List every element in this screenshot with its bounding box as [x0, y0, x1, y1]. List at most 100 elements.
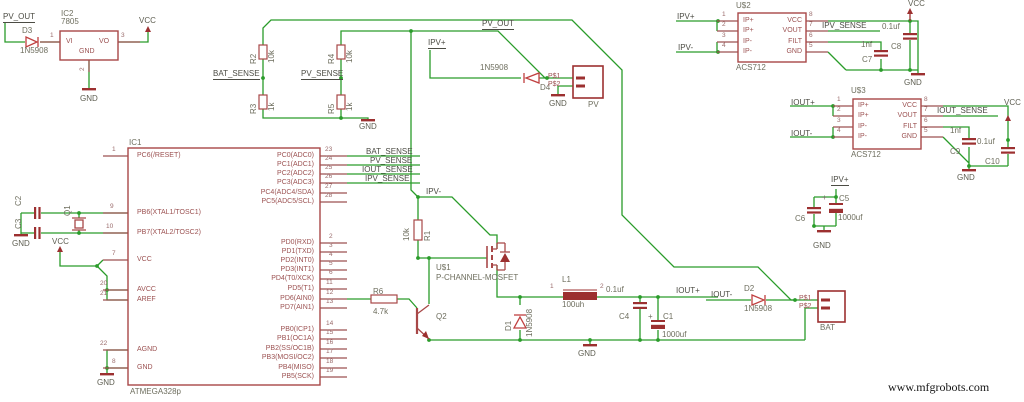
pin-number-u2-1: 1	[722, 11, 726, 18]
c5-plate-bottom	[829, 208, 843, 213]
diode-symbols	[25, 35, 766, 329]
value-c10: 0.1uf	[977, 137, 995, 146]
q1-crystal-plates	[72, 217, 86, 231]
value-c9: 1nf	[950, 126, 962, 135]
value-r3: 1k	[267, 102, 276, 111]
ref-c9: C9	[950, 147, 961, 156]
pv-pin-bar-2	[576, 84, 585, 88]
value-ic2: 7805	[61, 17, 79, 26]
pin-number-l1-2: 2	[600, 283, 604, 290]
pin-name-ic1-gnd: GND	[137, 364, 153, 371]
pin-name-ic1-pc0: PC0(ADC0)	[277, 152, 314, 159]
ref-u3: U$3	[851, 86, 866, 95]
pin-name-ic1-pd5: PD5(T1)	[287, 285, 314, 292]
ref-r4: R4	[327, 53, 336, 64]
pin-name-u2-vout: VOUT	[782, 27, 802, 34]
ref-ic1: IC1	[129, 138, 142, 147]
pin-name-u2-im1: IP-	[743, 38, 752, 45]
c7-plate-bottom	[874, 54, 888, 57]
d1-triangle	[512, 315, 528, 329]
net-label-ipv-minus-mosfet: IPV-	[426, 187, 442, 196]
pin-number-ic2-2: 2	[79, 67, 86, 71]
pin-number-ic1-3: 3	[329, 242, 333, 249]
power-label-gnd-ic2: GND	[80, 94, 98, 103]
power-label-vcc-ic1: VCC	[52, 237, 69, 246]
pin-number-u3-5: 5	[924, 127, 928, 134]
bat-connector-body	[817, 290, 846, 323]
vcc-arrow-u2	[907, 8, 913, 14]
ref-l1: L1	[562, 275, 571, 284]
ref-c2: C2	[14, 195, 23, 206]
pin-name-pv-p1: P$1	[548, 73, 561, 80]
bat-pin-bar-2	[821, 306, 830, 310]
c6-plate-bottom	[807, 211, 821, 214]
ref-c3: C3	[14, 218, 23, 229]
pin-number-ic1-6: 6	[329, 269, 333, 276]
pin-number-ic1-4: 4	[329, 251, 333, 258]
ic2-body	[59, 30, 119, 61]
ref-d1: D1	[504, 320, 513, 331]
pin-name-ic1-pd3: PD3(INT1)	[280, 266, 314, 273]
pin-number-ic1-8: 8	[112, 358, 116, 365]
c2-plate-left	[34, 207, 37, 219]
c8-plate-bottom	[903, 37, 917, 40]
net-label-bat-sense-ic1: BAT_SENSE	[366, 147, 413, 156]
power-label-gnd-c5c6: GND	[813, 241, 831, 250]
pin-number-ic1-26: 26	[325, 173, 333, 180]
power-label-vcc-u2: VCC	[908, 0, 925, 8]
pin-number-u2-6: 6	[809, 32, 813, 39]
pin-number-ic1-12: 12	[326, 289, 334, 296]
power-label-gnd-u3: GND	[957, 173, 975, 182]
ref-r6: R6	[373, 287, 384, 296]
value-r6: 4.7k	[373, 307, 389, 316]
pin-name-u3-ip1: IP+	[858, 102, 869, 109]
name-pv-connector: PV	[588, 100, 599, 109]
power-label-gnd-ic1: GND	[97, 378, 115, 387]
pin-name-ic1-avcc: AVCC	[137, 286, 156, 293]
ref-c10: C10	[985, 157, 1000, 166]
pin-name-u2-ip2: IP+	[743, 27, 754, 34]
plus-sign-c5: +	[822, 193, 827, 202]
power-label-gnd-rail: GND	[578, 349, 596, 358]
pin-name-ic1-pc3: PC3(ADC3)	[277, 179, 314, 186]
pin-number-ic1-16: 16	[326, 339, 334, 346]
pin-number-u2-8: 8	[809, 11, 813, 18]
gnd-bar-u2	[911, 73, 925, 76]
r2-body	[258, 44, 268, 60]
ref-r2: R2	[249, 53, 258, 64]
gnd-bar-crystal	[14, 234, 28, 237]
value-r5: 1k	[345, 102, 354, 111]
gnd-bar-pv	[551, 94, 565, 97]
pin-name-u2-im2: IP-	[743, 48, 752, 55]
ref-ic2: IC2	[61, 9, 74, 18]
pin-number-ic1-5: 5	[329, 260, 333, 267]
gnd-bar-ic1	[100, 373, 114, 376]
net-label-pv-sense-divider: PV_SENSE	[301, 69, 344, 80]
plus-sign-c1: +	[648, 312, 653, 321]
r5-body	[336, 94, 346, 110]
value-r1: 10k	[402, 228, 411, 241]
q1-crystal-body	[74, 219, 84, 229]
value-c4: 0.1uf	[606, 285, 624, 294]
pin-number-u3-8: 8	[924, 96, 928, 103]
net-label-ipv-plus-pv: IPV+	[428, 38, 446, 49]
pin-name-u3-filt: FILT	[903, 123, 917, 130]
pin-name-ic1-pd6: PD6(AIN0)	[280, 295, 314, 302]
name-u2: ACS712	[736, 63, 766, 72]
pin-name-ic1-pb5: PB5(SCK)	[281, 373, 314, 380]
ref-r5: R5	[327, 103, 336, 114]
pin-name-u2-ip1: IP+	[743, 17, 754, 24]
power-label-vcc-ic2: VCC	[139, 16, 156, 25]
filled-symbols	[14, 8, 1015, 376]
ref-c1: C1	[663, 312, 674, 321]
gnd-bar-u3	[962, 169, 976, 172]
c5-plate-top	[829, 203, 843, 205]
gnd-bar-c5c6	[817, 230, 831, 233]
ref-u1: U$1	[436, 263, 451, 272]
ref-d4: D4	[540, 83, 551, 92]
pin-number-u2-7: 7	[809, 21, 813, 28]
net-label-ipv-plus-c5: IPV+	[831, 175, 849, 186]
pin-number-ic1-24: 24	[325, 155, 333, 162]
